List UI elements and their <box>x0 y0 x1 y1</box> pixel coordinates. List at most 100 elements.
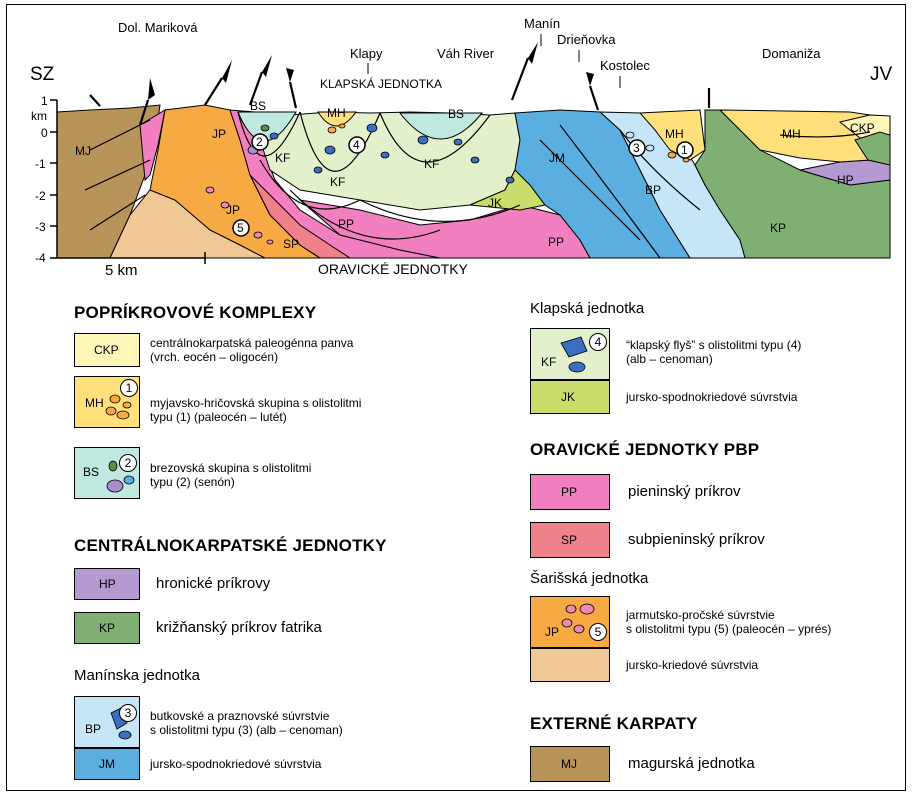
sec-kp: KP <box>770 221 786 235</box>
legend-text-pp: pieninský príkrov <box>628 483 741 500</box>
legend-code-jk: JK <box>561 390 575 404</box>
legend-swatch-hp: HP <box>74 568 140 600</box>
legend-heading-sarisska: Šarišská jednotka <box>530 570 648 587</box>
depth-tick-m3: -3 <box>35 220 46 234</box>
sec-jk: JK <box>488 196 502 210</box>
legend-code-kf: KF <box>541 355 556 369</box>
depth-tick-m2: -2 <box>35 189 46 203</box>
legend-swatch-pp: PP <box>530 474 610 510</box>
legend-heading-externe: EXTERNÉ KARPATY <box>530 714 698 734</box>
legend-num-4: 4 <box>589 333 607 351</box>
legend-code-kp: KP <box>99 621 115 635</box>
legend-swatch-mj: MJ <box>530 746 610 782</box>
legend-text-mh-1: myjavsko-hričovská skupina s olistolitmi <box>150 396 361 410</box>
orientation-jv: JV <box>870 64 893 85</box>
place-dol-marikova: Dol. Mariková <box>118 20 198 35</box>
legend-swatch-bp: BP 3 <box>74 696 140 748</box>
legend-heading-centralnokarpatske: CENTRÁLNOKARPATSKÉ JEDNOTKY <box>74 536 387 556</box>
sec-num-4: 4 <box>353 138 360 152</box>
legend-swatch-sp: SP <box>530 522 610 558</box>
legend-text-jm: jursko-spodnokriedové súvrstvia <box>150 757 321 771</box>
depth-tick-m4: -4 <box>35 251 46 265</box>
sec-num-2: 2 <box>256 135 263 149</box>
sec-bp: BP <box>645 183 661 197</box>
legend-code-sp: SP <box>561 533 577 547</box>
sec-num-5: 5 <box>237 221 244 235</box>
sec-pp-2: PP <box>548 235 564 249</box>
sec-mj: MJ <box>75 144 91 158</box>
legend-code-jp: JP <box>545 625 559 639</box>
legend-text-bs-1: brezovská skupina s olistolitmi <box>150 461 311 475</box>
sec-jp-2: JP <box>226 203 240 217</box>
legend-text-mh-2: typu (1) (paleocén – lutét) <box>150 410 287 424</box>
legend-text-kf-1: “klapský flyš” s olistolitmi typu (4) <box>626 338 801 352</box>
label-oravicke: ORAVICKÉ JEDNOTKY <box>318 261 469 277</box>
legend-swatch-ckp: CKP <box>74 333 140 367</box>
legend-num-3: 3 <box>119 704 137 722</box>
legend-text-bp-1: butkovské a praznovské súvrstvie <box>150 709 329 723</box>
legend-text-jk2: jursko-kriedové súvrstvia <box>626 658 758 672</box>
legend-swatch-jk: JK <box>530 380 610 414</box>
legend-code-bs: BS <box>83 465 99 479</box>
legend-heading-klapska: Klapská jednotka <box>530 300 644 317</box>
legend-swatch-jm: JM <box>74 748 140 780</box>
scale-bar-label: 5 km <box>105 262 138 279</box>
legend-code-pp: PP <box>561 485 577 499</box>
sec-kf-1: KF <box>275 151 290 165</box>
legend-num-5: 5 <box>589 623 607 641</box>
legend-text-kf-2: (alb – cenoman) <box>626 352 713 366</box>
sec-mh-3: MH <box>782 127 801 141</box>
sec-kf-2: KF <box>330 175 345 189</box>
legend-text-ckp-2: (vrch. eocén – oligocén) <box>150 350 278 364</box>
legend-code-ckp: CKP <box>94 343 119 357</box>
legend-text-jk: jursko-spodnokriedové súvrstvia <box>626 390 797 404</box>
sec-bs-2: BS <box>448 107 464 121</box>
legend-text-hp: hronické príkrovy <box>156 575 270 592</box>
legend-swatch-kp: KP <box>74 612 140 644</box>
legend-heading-oravicke-pbp: ORAVICKÉ JEDNOTKY PBP <box>530 440 759 460</box>
legend-text-sp: subpieninský príkrov <box>628 531 765 548</box>
legend-code-jm: JM <box>99 757 115 771</box>
sec-jm: JM <box>549 151 565 165</box>
legend-code-mj: MJ <box>561 757 577 771</box>
legend-heading-poprikrovove: POPRÍKROVOVÉ KOMPLEXY <box>74 303 316 323</box>
legend-swatch-bs: BS 2 <box>74 447 140 499</box>
legend-text-jp-1: jarmutsko-pročské súvrstvie <box>626 608 775 622</box>
legend-code-hp: HP <box>99 577 116 591</box>
sec-kf-3: KF <box>424 157 439 171</box>
sec-num-3: 3 <box>633 141 640 155</box>
sec-bs-1: BS <box>250 99 266 113</box>
place-klapy: Klapy <box>350 46 383 61</box>
legend-heading-maninska: Manínska jednotka <box>74 667 200 684</box>
sec-pp-1: PP <box>338 217 354 231</box>
depth-unit: km <box>31 109 47 123</box>
sec-mh-1: MH <box>327 106 346 120</box>
legend-text-bs-2: typu (2) (senón) <box>150 475 235 489</box>
sec-sp: SP <box>283 237 299 251</box>
legend-swatch-kf: KF 4 <box>530 328 610 380</box>
legend-swatch-jk2 <box>530 648 610 682</box>
sec-ckp: CKP <box>850 121 875 135</box>
legend-num-1: 1 <box>120 379 138 397</box>
place-vah-river: Váh River <box>437 46 495 61</box>
legend-text-kp: križňanský príkrov fatrika <box>156 619 322 636</box>
place-domaniza: Domaniža <box>762 46 821 61</box>
depth-tick-0: 0 <box>41 126 48 140</box>
place-kostolec: Kostolec <box>600 58 650 73</box>
legend-swatch-mh: MH 1 <box>74 376 140 428</box>
legend-text-bp-2: s olistolitmi typu (3) (alb – cenoman) <box>150 723 343 737</box>
sec-mh-2: MH <box>665 127 684 141</box>
legend-swatch-jp: JP 5 <box>530 596 610 648</box>
legend-text-ckp-1: centrálnokarpatská paleogénna panva <box>150 336 353 350</box>
depth-tick-m1: -1 <box>35 157 46 171</box>
sec-hp: HP <box>837 173 854 187</box>
cross-section: 1 km 0 -1 -2 -3 -4 5 km SZ JV Dol. Marik… <box>0 0 913 300</box>
place-drienovka: Drieňovka <box>557 32 616 47</box>
label-klapska-jednotka: KLAPSKÁ JEDNOTKA <box>320 76 442 91</box>
sec-jp-1: JP <box>212 127 226 141</box>
legend-text-mj: magurská jednotka <box>628 755 755 772</box>
legend-num-2: 2 <box>119 454 137 472</box>
legend-code-mh: MH <box>85 396 104 410</box>
orientation-sz: SZ <box>30 64 55 85</box>
depth-tick-1: 1 <box>41 94 48 108</box>
